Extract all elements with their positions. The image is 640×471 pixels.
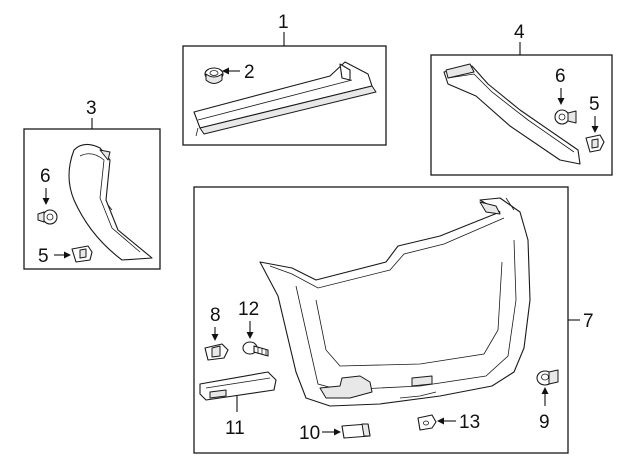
callout-10[interactable]: 10 — [299, 423, 320, 444]
callout-7[interactable]: 7 — [583, 311, 594, 332]
part-13-nut[interactable] — [417, 414, 437, 431]
callout-5-right[interactable]: 5 — [589, 94, 600, 115]
group-liftgate-trim: 7 8 12 — [193, 186, 594, 454]
group-left-pillar: 3 6 5 — [23, 98, 161, 270]
part-3-pillar-trim[interactable] — [68, 143, 153, 261]
callout-4[interactable]: 4 — [514, 22, 525, 43]
group-right-pillar: 4 6 5 — [430, 22, 613, 176]
callout-9[interactable]: 9 — [539, 412, 550, 433]
callout-5-left[interactable]: 5 — [38, 246, 49, 267]
box-part-4 — [430, 54, 613, 176]
part-9-push-pin[interactable] — [536, 369, 559, 386]
part-12-screw[interactable] — [242, 341, 269, 357]
part-6-push-pin-left[interactable] — [37, 209, 58, 225]
part-4-pillar-trim[interactable] — [443, 63, 581, 165]
callout-11[interactable]: 11 — [225, 418, 245, 439]
group-upper-trim: 1 2 — [182, 12, 387, 146]
callout-2[interactable]: 2 — [244, 62, 255, 83]
part-1-upper-trim-panel[interactable] — [193, 61, 377, 137]
callout-12[interactable]: 12 — [238, 299, 259, 320]
callout-1[interactable]: 1 — [278, 12, 289, 33]
part-7-liftgate-panel[interactable] — [259, 197, 531, 407]
callout-6-left[interactable]: 6 — [40, 166, 51, 187]
part-10-cover[interactable] — [341, 423, 371, 439]
callout-8[interactable]: 8 — [210, 305, 221, 326]
part-5-clip-left[interactable] — [71, 245, 93, 263]
part-2-clip[interactable] — [204, 67, 224, 84]
part-11-handle[interactable] — [199, 371, 277, 401]
callout-6-right[interactable]: 6 — [555, 66, 566, 87]
part-8-clip[interactable] — [204, 343, 229, 361]
part-5-clip-right[interactable] — [585, 134, 605, 153]
callout-13[interactable]: 13 — [459, 412, 480, 433]
callout-3[interactable]: 3 — [86, 98, 97, 119]
part-6-push-pin-right[interactable] — [554, 109, 577, 125]
